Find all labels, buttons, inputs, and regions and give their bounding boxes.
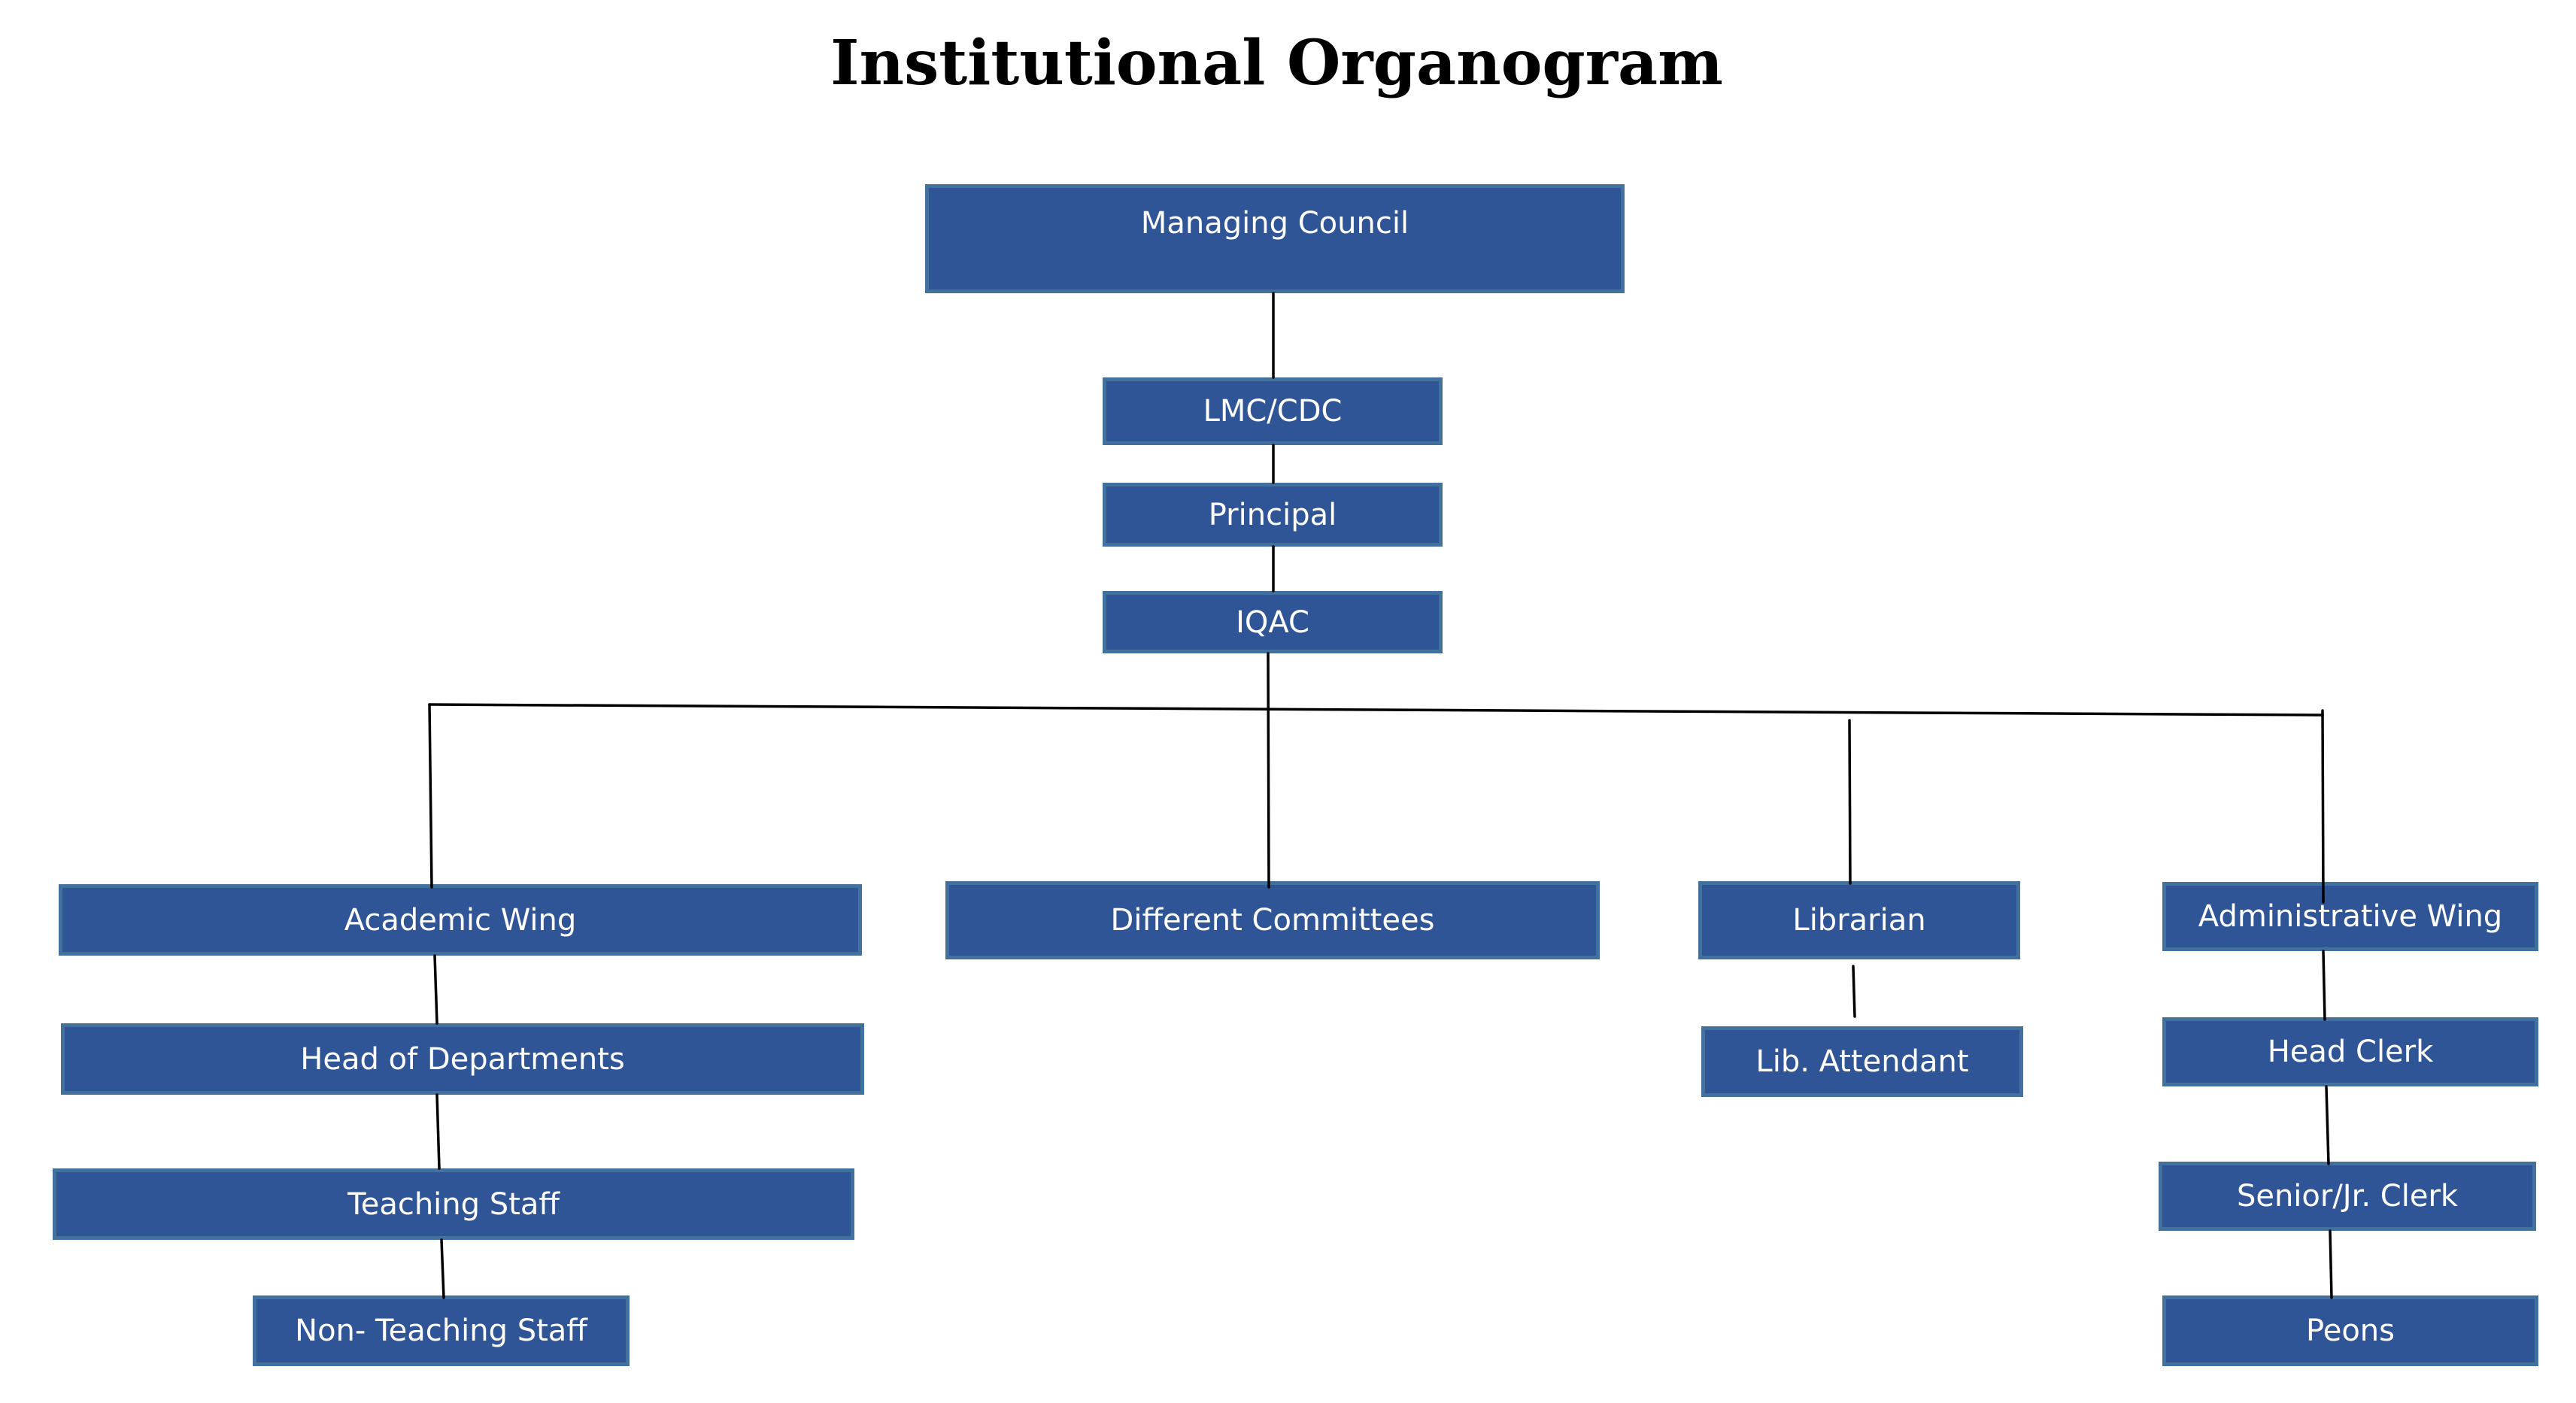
node-label: Non- Teaching Staff xyxy=(295,1314,587,1348)
node-label: Head of Departments xyxy=(300,1041,625,1077)
connector-line xyxy=(1852,965,1856,1018)
node-label: LMC/CDC xyxy=(1203,394,1343,429)
node-label: Peons xyxy=(2306,1314,2395,1348)
connector-line xyxy=(435,1093,441,1170)
node-label: Different Committees xyxy=(1110,903,1435,938)
node-label: Head Clerk xyxy=(2267,1035,2434,1069)
node-label: Managing Council xyxy=(1140,206,1409,241)
node-academic-wing: Academic Wing xyxy=(59,884,862,956)
node-label: IQAC xyxy=(1236,605,1309,640)
node-managing-council: Managing Council xyxy=(925,184,1625,293)
node-principal: Principal xyxy=(1103,483,1443,547)
node-administrative-wing: Administrative Wing xyxy=(2162,882,2538,951)
node-head-of-departments: Head of Departments xyxy=(61,1023,864,1095)
node-librarian: Librarian xyxy=(1698,881,2020,959)
chart-title: Institutional Organogram xyxy=(830,27,1723,99)
node-lib-attendant: Lib. Attendant xyxy=(1701,1026,2023,1097)
connector-line xyxy=(1267,652,1270,889)
node-label: Academic Wing xyxy=(344,902,577,938)
connector-line xyxy=(428,703,433,889)
node-label: Administrative Wing xyxy=(2198,899,2503,934)
node-label: Principal xyxy=(1208,497,1337,532)
node-label: Lib. Attendant xyxy=(1755,1044,1969,1079)
node-non-teaching-staff: Non- Teaching Staff xyxy=(253,1295,630,1366)
node-label: Teaching Staff xyxy=(347,1186,560,1222)
node-senior-jr-clerk: Senior/Jr. Clerk xyxy=(2159,1162,2536,1231)
node-label: Senior/Jr. Clerk xyxy=(2236,1179,2459,1214)
node-different-committees: Different Committees xyxy=(945,881,1600,959)
connector-line xyxy=(2322,950,2326,1021)
connector-line xyxy=(440,1238,445,1299)
connector-line xyxy=(433,954,438,1025)
connector-line xyxy=(2329,1229,2333,1299)
node-iqac: IQAC xyxy=(1103,591,1443,653)
connector-line xyxy=(2325,1085,2330,1165)
connector-line xyxy=(428,703,2324,717)
connector-line xyxy=(1848,719,1852,885)
node-head-clerk: Head Clerk xyxy=(2162,1017,2538,1086)
node-teaching-staff: Teaching Staff xyxy=(53,1168,854,1240)
node-peons: Peons xyxy=(2162,1295,2538,1366)
node-lmc-cdc: LMC/CDC xyxy=(1103,377,1443,445)
node-label: Librarian xyxy=(1792,903,1926,938)
